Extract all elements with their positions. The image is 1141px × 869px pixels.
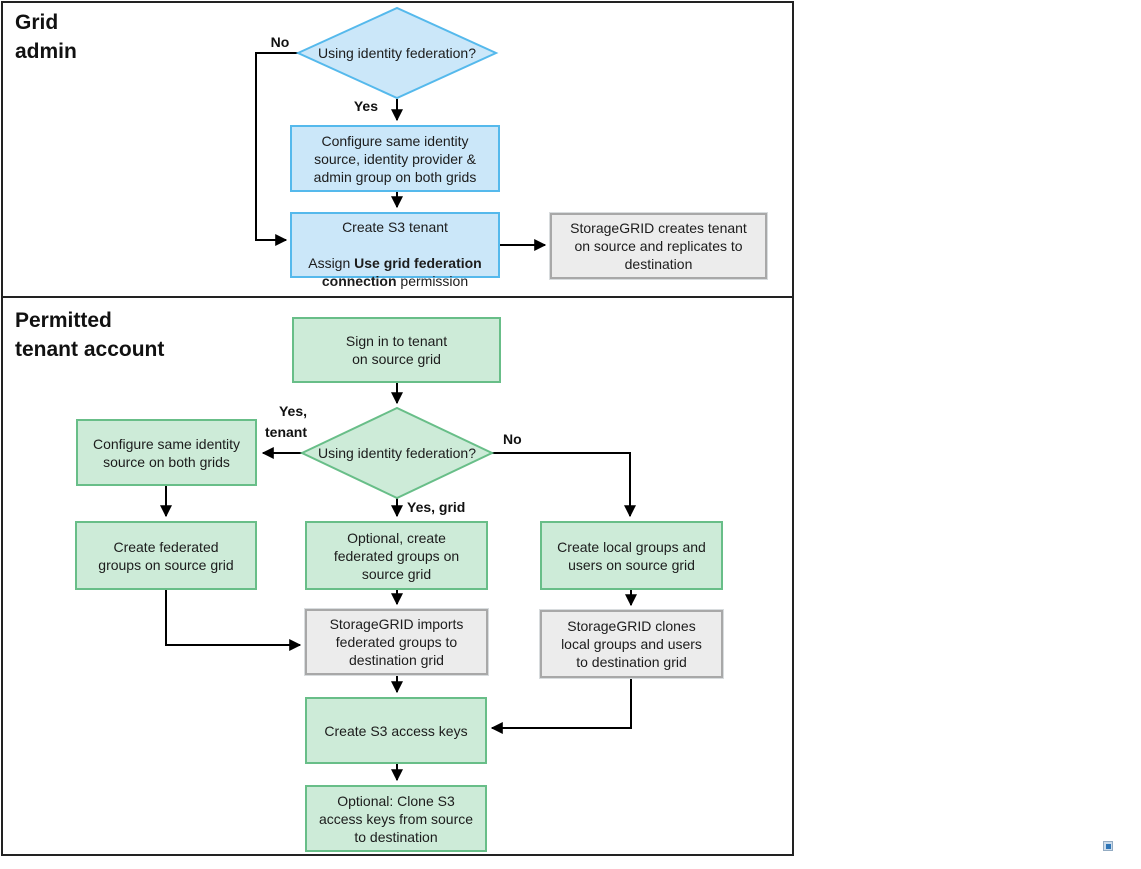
resize-handle-dot: [1105, 843, 1111, 849]
decision-identity-federation-admin-label: Using identity federation?: [298, 8, 496, 98]
node-label: Using identity federation?: [318, 444, 476, 461]
node-create-s3-tenant: Create S3 tenant Assign Use grid federat…: [290, 212, 500, 289]
edge-label-no-admin: No: [270, 34, 290, 50]
node-optional-create-federated: Optional, create federated groups on sou…: [305, 521, 488, 590]
node-label-suffix: permission: [396, 273, 469, 289]
node-create-s3-access-keys: Create S3 access keys: [305, 697, 487, 764]
panel-frame: [1, 1, 794, 856]
node-label: Optional: Clone S3 access keys from sour…: [318, 792, 474, 845]
node-optional-clone-keys: Optional: Clone S3 access keys from sour…: [305, 785, 487, 852]
section-divider: [1, 296, 794, 298]
resize-handle[interactable]: [1103, 841, 1113, 851]
node-label: Using identity federation?: [318, 45, 476, 61]
node-label: Create local groups and users on source …: [557, 538, 706, 573]
node-configure-identity-source: Configure same identity source on both g…: [76, 419, 257, 486]
node-configure-identity-both-grids: Configure same identity source, identity…: [290, 125, 500, 192]
node-label: Configure same identity source, identity…: [313, 132, 477, 185]
node-label: Configure same identity source on both g…: [92, 435, 241, 470]
node-create-federated-groups: Create federated groups on source grid: [75, 521, 257, 590]
edge-label-yes-tenant: Yes, tenant: [265, 403, 307, 440]
decision-identity-federation-tenant-label: Using identity federation?: [302, 408, 492, 498]
node-clones-local-groups: StorageGRID clones local groups and user…: [539, 609, 724, 679]
node-imports-federated-groups: StorageGRID imports federated groups to …: [304, 608, 489, 676]
node-label: Create federated groups on source grid: [98, 538, 234, 573]
section-label-permitted-tenant: Permitted tenant account: [15, 309, 165, 361]
node-label-permission-bold: Use grid federation connection: [321, 255, 482, 289]
node-sign-in-tenant: Sign in to tenant on source grid: [292, 317, 501, 383]
node-label: Optional, create federated groups on sou…: [333, 529, 460, 582]
edge-label-no-tenant: No: [503, 431, 522, 447]
node-label: Create S3 access keys: [324, 722, 468, 739]
edge-label-yes-admin: Yes: [353, 98, 378, 114]
node-label: Sign in to tenant on source grid: [345, 333, 448, 367]
section-label-grid-admin: Grid admin: [15, 11, 77, 63]
node-storagegrid-creates-tenant: StorageGRID creates tenant on source and…: [549, 212, 768, 280]
node-label: StorageGRID creates tenant on source and…: [570, 220, 747, 272]
edge-label-yes-grid: Yes, grid: [407, 499, 466, 515]
node-create-local-groups: Create local groups and users on source …: [540, 521, 723, 590]
node-label: StorageGRID imports federated groups to …: [329, 616, 464, 668]
node-label-assign: Assign: [308, 255, 355, 271]
node-label: StorageGRID clones local groups and user…: [561, 618, 702, 670]
node-label-line1: Create S3 tenant: [342, 219, 448, 235]
